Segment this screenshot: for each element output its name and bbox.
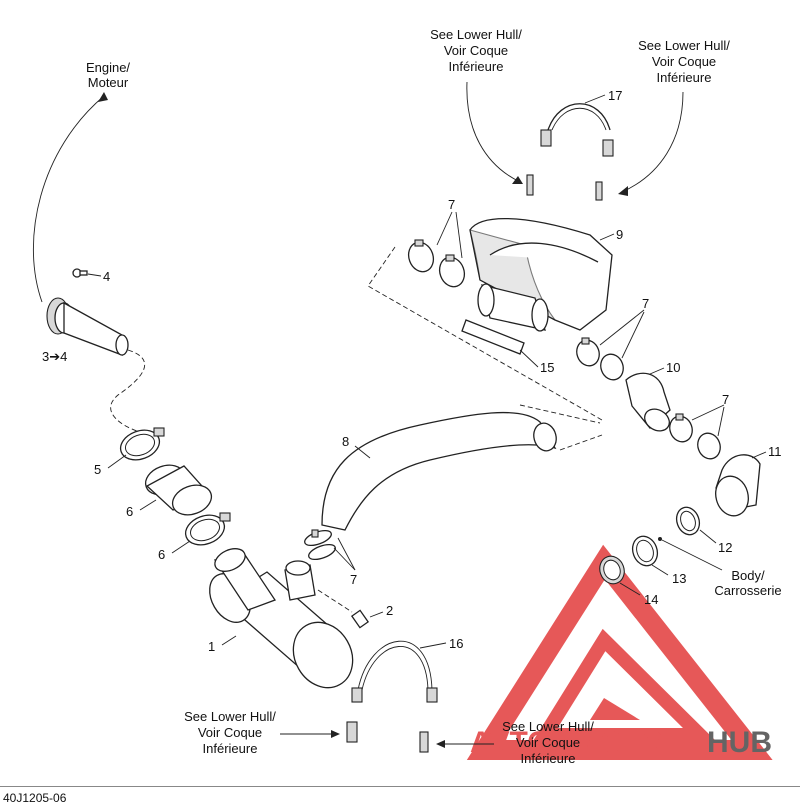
engine-label: Engine/ Moteur <box>86 60 130 90</box>
hose-path-right <box>519 404 603 451</box>
part-7-clamps-airbox-top <box>407 211 466 288</box>
lower-hull-label-top-right: See Lower Hull/ Voir Coque Inférieure <box>638 38 730 85</box>
callout-6-lower: 6 <box>158 547 165 562</box>
hose-path-left <box>110 349 146 433</box>
part-14-ring: 14 <box>599 555 658 607</box>
arrow-icon <box>618 186 628 196</box>
callout-7-mid: 7 <box>642 296 649 311</box>
part-6-clamp-upper <box>119 427 165 461</box>
callout-5: 6 <box>126 504 133 519</box>
lower-hull-leader-top-right <box>621 91 684 193</box>
svg-text:See Lower Hull/: See Lower Hull/ <box>430 27 522 42</box>
part-16-strap: 16 <box>351 636 463 703</box>
watermark-text-b: MOTO <box>575 726 664 759</box>
leader-dot <box>658 537 662 541</box>
arrow-icon <box>512 176 523 184</box>
callout-7-airbox: 7 <box>448 197 455 212</box>
callout-3-4: 3➔4 <box>42 349 67 364</box>
part-2-fitting: 2 <box>317 589 393 629</box>
callout-17: 17 <box>608 88 622 103</box>
svg-text:See Lower Hull/: See Lower Hull/ <box>184 709 276 724</box>
airbox-tube <box>477 283 549 332</box>
svg-text:Voir Coque: Voir Coque <box>444 43 508 58</box>
bottom-rule <box>0 786 800 787</box>
part-7-clamps-right <box>669 404 725 460</box>
part-1-muffler <box>209 548 354 689</box>
engine-leader <box>32 95 105 303</box>
svg-text:Moteur: Moteur <box>88 75 129 90</box>
part-15-foam: 15 <box>461 319 554 375</box>
callout-2: 2 <box>386 603 393 618</box>
svg-text:Body/: Body/ <box>731 568 765 583</box>
svg-text:Voir Coque: Voir Coque <box>652 54 716 69</box>
bracket-bottom-right <box>419 731 429 753</box>
part-4-fitting: 4 <box>72 268 110 284</box>
watermark-text-c: HUB <box>707 726 772 759</box>
lower-hull-leader-top-left <box>466 81 521 183</box>
bracket-right <box>595 181 603 201</box>
svg-text:Carrosserie: Carrosserie <box>714 583 781 598</box>
part-10-elbow <box>625 372 671 432</box>
part-11-adapter <box>715 454 761 517</box>
callout-14: 14 <box>644 592 658 607</box>
body-label: Body/ Carrosserie <box>714 568 781 598</box>
arrow-icon <box>436 740 445 748</box>
svg-text:Inférieure: Inférieure <box>521 751 576 766</box>
bracket-left <box>526 174 534 196</box>
engine-arrow-icon <box>98 92 108 102</box>
svg-text:See Lower Hull/: See Lower Hull/ <box>502 719 594 734</box>
lower-hull-label-bottom-right: See Lower Hull/ Voir Coque Inférieure <box>502 719 594 766</box>
part-7-clamps-muffler <box>304 529 356 571</box>
watermark-text-a: AVTO <box>470 726 551 759</box>
callout-13: 13 <box>672 571 686 586</box>
callout-10: 10 <box>666 360 680 375</box>
arrow-icon <box>331 730 340 738</box>
callout-8: 8 <box>342 434 349 449</box>
callout-11: 11 <box>768 444 782 459</box>
svg-text:See Lower Hull/: See Lower Hull/ <box>638 38 730 53</box>
svg-text:Inférieure: Inférieure <box>449 59 504 74</box>
part-7-clamps-mid <box>576 309 645 381</box>
part-3-outlet-tube <box>46 297 129 356</box>
figure-code: 40J1205-06 <box>3 791 67 805</box>
part-6-clamp-lower <box>184 512 231 546</box>
callout-4: 4 <box>103 269 110 284</box>
callout-16: 16 <box>449 636 463 651</box>
body-leader <box>661 539 723 571</box>
svg-text:Engine/: Engine/ <box>86 60 130 75</box>
part-5-coupler <box>144 464 213 516</box>
assembly-outline <box>367 246 603 421</box>
part-12-ring: 12 <box>675 506 732 555</box>
watermark-logo: AVTO MOTO HUB <box>466 544 773 760</box>
part-17-strap: 17 <box>540 88 622 157</box>
callout-7-right: 7 <box>722 392 729 407</box>
svg-text:Inférieure: Inférieure <box>657 70 712 85</box>
callout-12: 12 <box>718 540 732 555</box>
callout-7-muffler: 7 <box>350 572 357 587</box>
bracket-bottom-left <box>346 721 358 743</box>
callout-15: 15 <box>540 360 554 375</box>
part-13-ring: 13 <box>631 535 686 586</box>
part-8-long-hose <box>321 411 557 531</box>
lower-hull-label-top-left: See Lower Hull/ Voir Coque Inférieure <box>430 27 522 74</box>
lower-hull-label-bottom-left: See Lower Hull/ Voir Coque Inférieure <box>184 709 276 756</box>
svg-text:Voir Coque: Voir Coque <box>198 725 262 740</box>
callout-6-upper: 5 <box>94 462 101 477</box>
callout-9: 9 <box>616 227 623 242</box>
svg-text:Voir Coque: Voir Coque <box>516 735 580 750</box>
svg-text:Inférieure: Inférieure <box>203 741 258 756</box>
callout-1: 1 <box>208 639 215 654</box>
